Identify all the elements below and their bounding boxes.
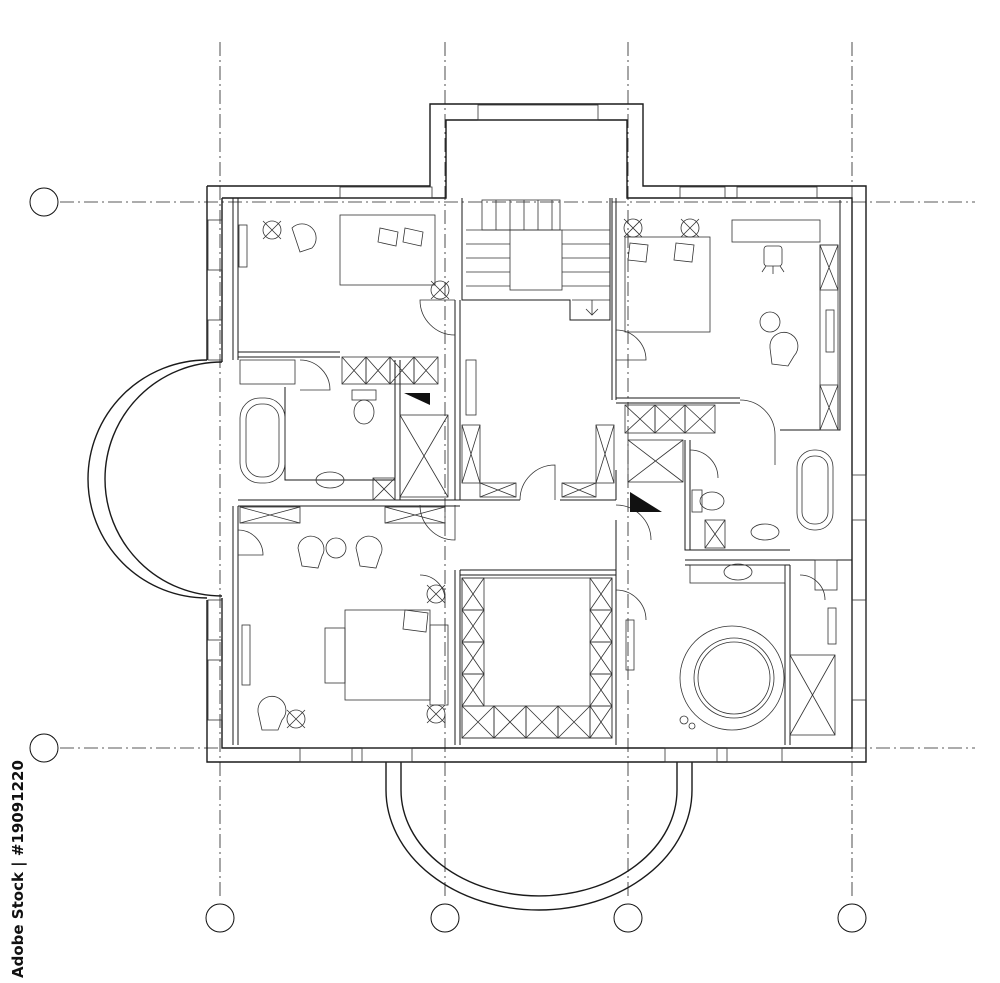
- bathtub-icon: [239, 397, 834, 531]
- windows: [207, 104, 867, 763]
- wall-fixtures: [238, 224, 837, 686]
- floor-lamp-icon: [262, 218, 700, 729]
- armchair-icon: [257, 223, 799, 731]
- bed-icon: [324, 214, 711, 706]
- grid-axis-bubble-icon: [29, 187, 867, 933]
- shower-icon: [399, 393, 836, 736]
- grid-axes: [60, 42, 975, 900]
- toilet-icon: [351, 389, 838, 591]
- doors: [237, 299, 826, 621]
- interior-walls: [232, 198, 852, 745]
- watermark: Adobe Stock | #190912201: [9, 760, 28, 978]
- staircase-icon: [466, 199, 610, 316]
- exterior-walls: [87, 103, 867, 911]
- wardrobe-icon: [239, 244, 839, 739]
- desk-chair-icon: [731, 219, 821, 274]
- watermark-text: Adobe Stock | #190912201: [9, 760, 28, 978]
- washbasin-icon: [239, 359, 786, 584]
- round-jacuzzi-icon: [679, 625, 785, 731]
